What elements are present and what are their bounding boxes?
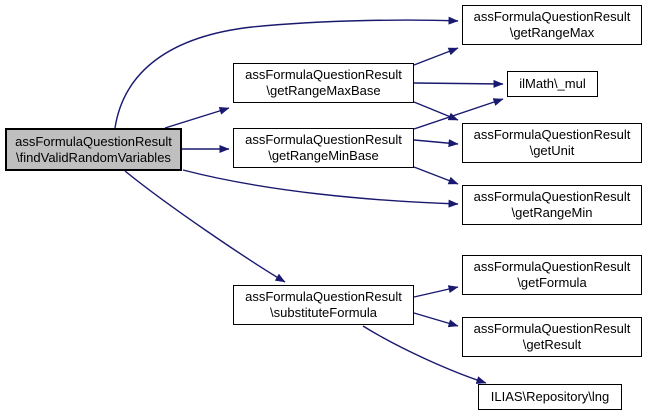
node-ilMath_mul[interactable]: ilMath\_mul xyxy=(507,71,598,97)
node-getRangeMinBase[interactable]: assFormulaQuestionResult\getRangeMinBase xyxy=(233,128,414,168)
node-label-line: assFormulaQuestionResult xyxy=(245,289,402,304)
edge-getRangeMinBase-to-getUnit xyxy=(413,139,459,148)
node-label-line: assFormulaQuestionResult xyxy=(473,127,631,142)
node-getFormula[interactable]: assFormulaQuestionResult\getFormula xyxy=(462,255,642,295)
node-label-line: \getRangeMinBase xyxy=(268,148,379,163)
edge-getRangeMaxBase-to-ilMath_mul xyxy=(413,79,504,88)
edge-findValidRandomVariables-to-getRangeMin xyxy=(182,169,459,208)
node-label-line: assFormulaQuestionResult xyxy=(473,9,631,24)
edge-findValidRandomVariables-to-substituteFormula xyxy=(124,170,286,283)
node-findValidRandomVariables[interactable]: assFormulaQuestionResult\findValidRandom… xyxy=(5,128,182,171)
node-getRangeMax[interactable]: assFormulaQuestionResult\getRangeMax xyxy=(462,5,642,45)
node-label-line: \findValidRandomVariables xyxy=(16,149,171,165)
node-label-line: assFormulaQuestionResult xyxy=(473,259,631,274)
edge-substituteFormula-to-getResult xyxy=(413,312,459,328)
node-label-line: \getRangeMin xyxy=(511,205,593,220)
node-label-line: ilMath\_mul xyxy=(519,76,586,91)
node-label-line: \getResult xyxy=(522,337,582,352)
edge-getRangeMinBase-to-getRangeMin xyxy=(413,166,459,185)
node-ILIAS_Repository_lng[interactable]: ILIAS\Repository\lng xyxy=(478,384,622,410)
node-label-line: assFormulaQuestionResult xyxy=(245,67,402,82)
node-label-line: \getRangeMaxBase xyxy=(266,83,381,98)
node-label-line: \substituteFormula xyxy=(270,305,377,320)
node-substituteFormula[interactable]: assFormulaQuestionResult\substituteFormu… xyxy=(233,285,414,325)
edge-getRangeMinBase-to-ilMath_mul xyxy=(413,98,504,130)
node-getRangeMin[interactable]: assFormulaQuestionResult\getRangeMin xyxy=(462,185,642,225)
edge-findValidRandomVariables-to-getRangeMaxBase xyxy=(164,107,230,129)
node-label-line: \getUnit xyxy=(529,143,575,158)
edge-substituteFormula-to-ILIAS_Repository_lng xyxy=(362,325,487,384)
node-getResult[interactable]: assFormulaQuestionResult\getResult xyxy=(462,317,642,357)
node-label-line: assFormulaQuestionResult xyxy=(473,321,631,336)
node-label-line: \getRangeMax xyxy=(509,25,595,40)
node-getRangeMaxBase[interactable]: assFormulaQuestionResult\getRangeMaxBase xyxy=(233,63,414,103)
node-label-line: ILIAS\Repository\lng xyxy=(490,389,610,404)
node-label-line: assFormulaQuestionResult xyxy=(15,133,172,149)
edge-findValidRandomVariables-to-getRangeMax xyxy=(114,16,459,129)
node-getUnit[interactable]: assFormulaQuestionResult\getUnit xyxy=(462,123,642,163)
node-label-line: assFormulaQuestionResult xyxy=(473,189,631,204)
node-label-line: \getFormula xyxy=(517,275,587,290)
edge-getRangeMaxBase-to-getRangeMax xyxy=(413,47,459,66)
edge-substituteFormula-to-getFormula xyxy=(413,285,459,298)
node-label-line: assFormulaQuestionResult xyxy=(245,132,402,147)
